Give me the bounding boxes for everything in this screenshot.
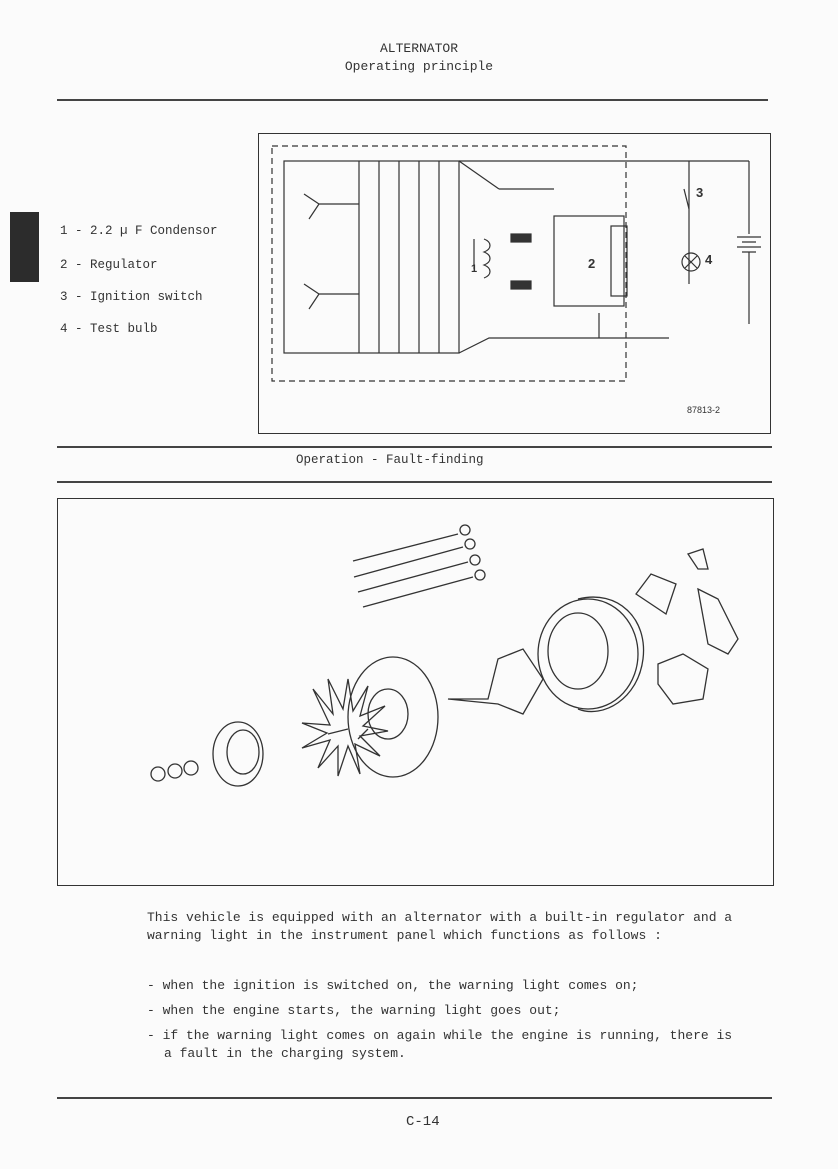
- list-item: - when the engine starts, the warning li…: [147, 1003, 561, 1018]
- alternator-exploded-drawing: [150, 524, 739, 787]
- divider: [57, 99, 768, 101]
- callout-3: 3: [696, 185, 703, 200]
- list-item: - if the warning light comes on again wh…: [147, 1028, 733, 1061]
- callout-1: 1: [471, 263, 477, 275]
- diagram-reference: 87813-2: [687, 405, 720, 415]
- intro-paragraph: This vehicle is equipped with an alterna…: [147, 910, 733, 943]
- list-item: - when the ignition is switched on, the …: [147, 978, 639, 993]
- callout-4: 4: [705, 252, 713, 267]
- legend-item: 3 - Ignition switch: [60, 290, 203, 304]
- divider: [57, 481, 772, 483]
- page-subtitle: Operating principle: [344, 59, 494, 74]
- legend-item: 1 - 2.2 µ F Condensor: [60, 224, 218, 238]
- page-title: ALTERNATOR: [379, 41, 458, 56]
- legend-item: 4 - Test bulb: [60, 322, 158, 336]
- page-number: C-14: [406, 1114, 440, 1130]
- section-title: Operation - Fault-finding: [296, 453, 484, 467]
- callout-2: 2: [588, 256, 595, 271]
- divider: [57, 446, 772, 448]
- section-tab-icon: [10, 212, 39, 282]
- exploded-view-illustration: [57, 498, 774, 886]
- circuit-schematic: 2 1 3 4 87813-2: [271, 145, 761, 415]
- divider: [57, 1097, 772, 1099]
- circuit-diagram: 2 1 3 4 87813-2: [258, 133, 771, 434]
- legend-item: 2 - Regulator: [60, 258, 158, 272]
